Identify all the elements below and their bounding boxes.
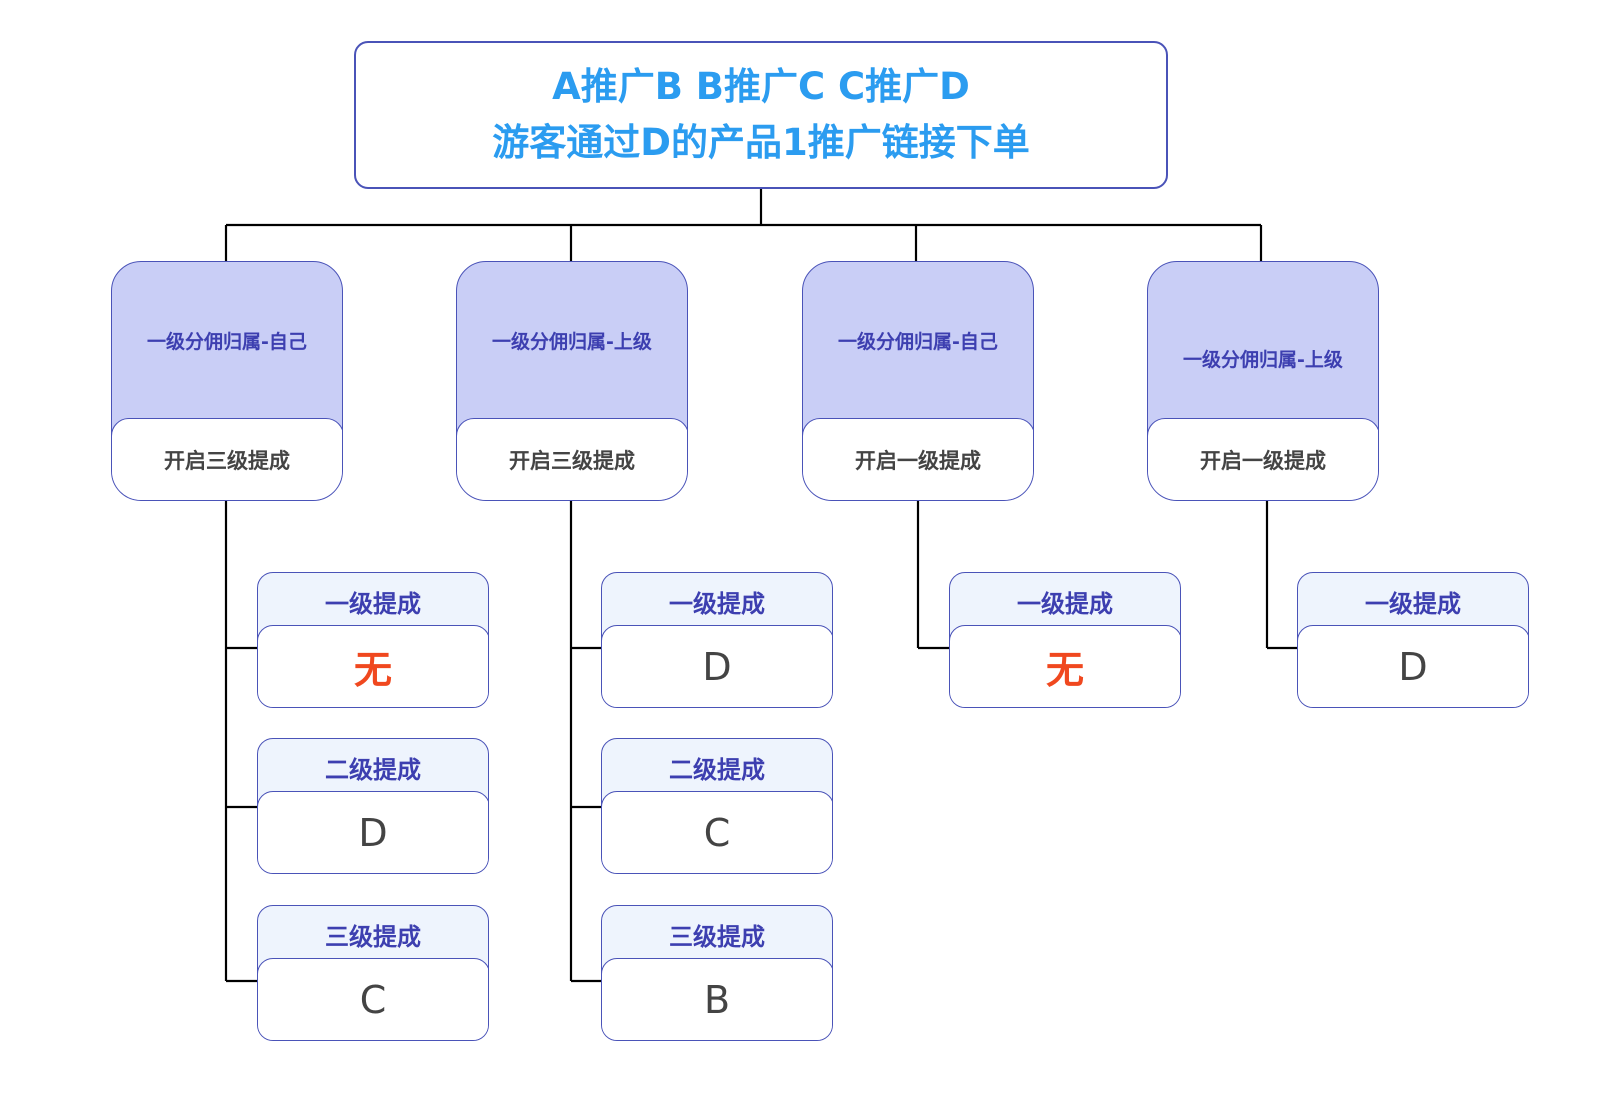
- branch-3-leaf-1-value: 无: [950, 624, 1180, 707]
- branch-1-subtitle: 开启三级提成: [112, 417, 342, 500]
- branch-3-title: 一级分佣归属-自己: [838, 330, 998, 353]
- branch-1-leaf-3-title: 三级提成: [325, 922, 421, 951]
- branch-1-leaf-1: 一级提成 无: [257, 572, 489, 708]
- branch-1-leaf-3-value: C: [258, 957, 488, 1040]
- branch-3-subtitle: 开启一级提成: [803, 417, 1033, 500]
- branch-2-leaf-1-value: D: [602, 624, 832, 707]
- branch-4-title: 一级分佣归属-上级: [1183, 348, 1343, 371]
- branch-2-leaf-3: 三级提成 B: [601, 905, 833, 1041]
- branch-1-leaf-2-value: D: [258, 790, 488, 873]
- branch-3-leaf-1: 一级提成 无: [949, 572, 1181, 708]
- branch-1-leaf-2: 二级提成 D: [257, 738, 489, 874]
- branch-4: 一级分佣归属-上级 开启一级提成: [1147, 261, 1379, 501]
- branch-4-leaf-1-title: 一级提成: [1365, 589, 1461, 618]
- branch-2-leaf-3-value: B: [602, 957, 832, 1040]
- root-line-2: 游客通过D的产品1推广链接下单: [492, 121, 1030, 164]
- branch-4-leaf-1-value: D: [1298, 624, 1528, 707]
- branch-3-leaf-1-title: 一级提成: [1017, 589, 1113, 618]
- branch-2-leaf-2-title: 二级提成: [669, 755, 765, 784]
- branch-2-leaf-2: 二级提成 C: [601, 738, 833, 874]
- branch-4-subtitle: 开启一级提成: [1148, 417, 1378, 500]
- root-node: A推广B B推广C C推广D 游客通过D的产品1推广链接下单: [354, 41, 1168, 189]
- branch-1-title: 一级分佣归属-自己: [147, 330, 307, 353]
- root-line-1: A推广B B推广C C推广D: [552, 65, 970, 108]
- branch-1-leaf-2-title: 二级提成: [325, 755, 421, 784]
- branch-2-subtitle: 开启三级提成: [457, 417, 687, 500]
- branch-2-title: 一级分佣归属-上级: [492, 330, 652, 353]
- branch-1: 一级分佣归属-自己 开启三级提成: [111, 261, 343, 501]
- branch-2-leaf-1-title: 一级提成: [669, 589, 765, 618]
- branch-1-leaf-1-title: 一级提成: [325, 589, 421, 618]
- branch-3: 一级分佣归属-自己 开启一级提成: [802, 261, 1034, 501]
- branch-2: 一级分佣归属-上级 开启三级提成: [456, 261, 688, 501]
- branch-1-leaf-1-value: 无: [258, 624, 488, 707]
- branch-2-leaf-2-value: C: [602, 790, 832, 873]
- branch-1-leaf-3: 三级提成 C: [257, 905, 489, 1041]
- branch-2-leaf-1: 一级提成 D: [601, 572, 833, 708]
- branch-4-leaf-1: 一级提成 D: [1297, 572, 1529, 708]
- branch-2-leaf-3-title: 三级提成: [669, 922, 765, 951]
